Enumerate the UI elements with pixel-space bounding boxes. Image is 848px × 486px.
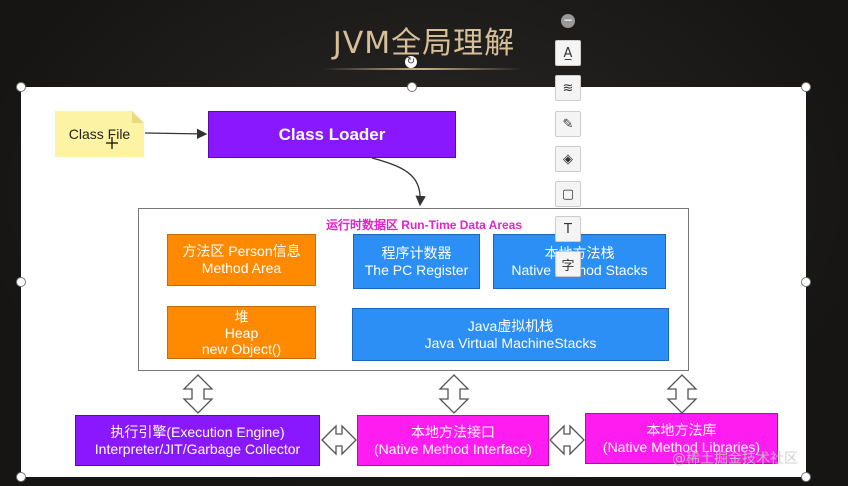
class-loader-box: Class Loader (208, 111, 456, 158)
heap-line3: new Object() (201, 340, 282, 357)
native-interface-line2: (Native Method Interface) (374, 440, 532, 457)
resize-handle-ml[interactable] (16, 277, 26, 287)
jvm-stacks-box: Java虚拟机栈 Java Virtual MachineStacks (352, 308, 669, 361)
arrow-classfile-to-loader (144, 128, 208, 140)
jvm-stacks-line2: Java Virtual MachineStacks (424, 334, 597, 351)
method-area-line1: 方法区 Person信息 (182, 243, 301, 259)
double-arrow-interface-libraries (549, 424, 585, 456)
native-interface-line1: 本地方法接口 (411, 423, 495, 440)
class-loader-label: Class Loader (278, 125, 386, 144)
native-method-interface-box: 本地方法接口 (Native Method Interface) (357, 415, 549, 466)
layers-icon[interactable]: ≋ (555, 75, 581, 101)
execution-engine-line2: Interpreter/JIT/Garbage Collector (94, 440, 301, 457)
double-arrow-right (666, 374, 698, 414)
double-arrow-engine-interface (321, 424, 357, 456)
resize-handle-tl[interactable] (16, 82, 26, 92)
arrow-loader-to-runtime (371, 157, 426, 207)
fill-icon[interactable]: ◈ (555, 146, 581, 172)
resize-handle-bl[interactable] (16, 472, 26, 482)
class-file-label: Class File (68, 126, 131, 142)
rotate-handle-icon[interactable]: ↻ (405, 56, 417, 68)
double-arrow-left (182, 374, 214, 414)
heap-line1: 堆 (234, 308, 249, 325)
resize-handle-tm[interactable] (407, 82, 417, 92)
font-icon[interactable]: 字 (555, 251, 581, 277)
method-area-line2: Method Area (201, 260, 282, 276)
pc-register-line1: 程序计数器 (381, 244, 452, 261)
execution-engine-line1: 执行引擎(Execution Engine) (110, 423, 285, 440)
heap-box: 堆 Heap new Object() (167, 306, 316, 359)
resize-handle-br[interactable] (801, 472, 811, 482)
toolbar-close-icon[interactable]: − (561, 13, 575, 28)
pen-icon[interactable]: ✎ (555, 111, 581, 137)
jvm-stacks-line1: Java虚拟机栈 (467, 317, 554, 334)
pc-register-box: 程序计数器 The PC Register (353, 234, 480, 289)
title-underline (322, 68, 522, 70)
heap-line2: Heap (224, 324, 259, 341)
native-method-libraries-box: 本地方法库 (Native Method Libraries) (585, 413, 778, 464)
translate-icon[interactable]: A̲ (555, 40, 581, 66)
native-libraries-line1: 本地方法库 (646, 421, 717, 438)
text-icon[interactable]: T (555, 216, 581, 242)
resize-handle-tr[interactable] (801, 82, 811, 92)
class-file-note: Class File (55, 111, 144, 157)
native-libraries-line2: (Native Method Libraries) (602, 438, 761, 455)
border-icon[interactable]: ▢ (555, 181, 581, 207)
double-arrow-middle (438, 374, 470, 414)
page-title: JVM全局理解 (332, 26, 516, 61)
execution-engine-box: 执行引擎(Execution Engine) Interpreter/JIT/G… (75, 415, 320, 466)
watermark: @稀土掘金技术社区 (672, 451, 798, 467)
resize-handle-mr[interactable] (801, 277, 811, 287)
pc-register-line2: The PC Register (364, 261, 469, 278)
method-area-box: 方法区 Person信息 Method Area (167, 234, 316, 286)
move-cursor-icon (106, 137, 118, 149)
runtime-data-areas-label: 运行时数据区 Run-Time Data Areas (325, 218, 523, 232)
